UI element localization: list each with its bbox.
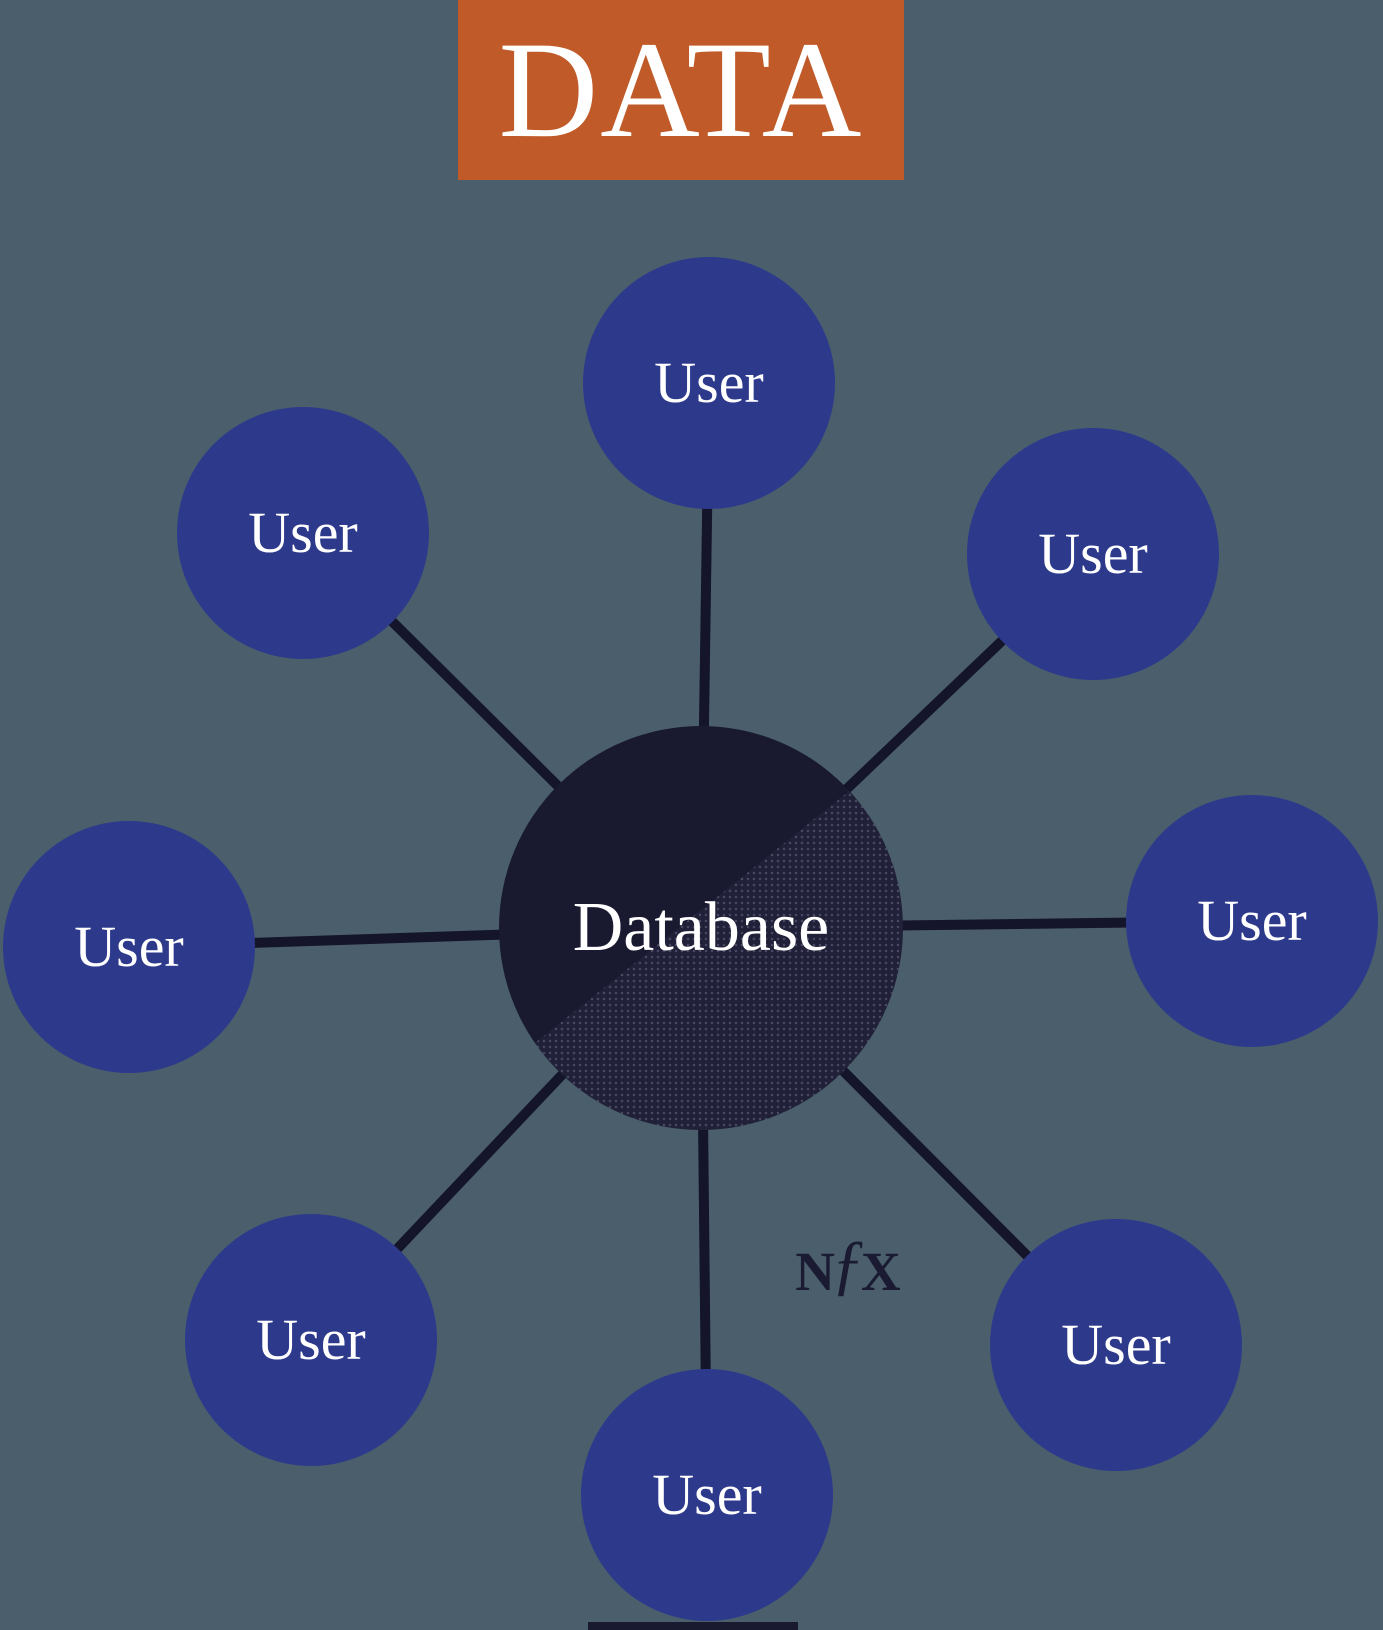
user-node: User xyxy=(185,1214,437,1466)
title-text: DATA xyxy=(498,13,864,166)
title-banner: DATA xyxy=(458,0,904,180)
user-node-label: User xyxy=(654,350,764,415)
nfx-logo-letter-f: ƒ xyxy=(831,1226,865,1302)
user-node: User xyxy=(583,257,835,509)
user-node-label: User xyxy=(652,1462,762,1527)
user-node-label: User xyxy=(1061,1312,1171,1377)
cropped-bottom-element xyxy=(588,1622,798,1630)
user-node: User xyxy=(1126,795,1378,1047)
user-node: User xyxy=(3,821,255,1073)
user-node-label: User xyxy=(74,914,184,979)
database-node: Database xyxy=(499,726,903,1130)
user-node-label: User xyxy=(1038,521,1148,586)
nfx-logo-letter-n: N xyxy=(795,1241,835,1302)
user-node-label: User xyxy=(256,1307,366,1372)
user-node: User xyxy=(581,1369,833,1621)
database-label: Database xyxy=(572,889,830,966)
nfx-logo: N ƒ X xyxy=(788,1226,908,1306)
user-node: User xyxy=(967,428,1219,680)
user-node-label: User xyxy=(1197,888,1307,953)
nfx-logo-letter-x: X xyxy=(861,1241,901,1302)
user-node-label: User xyxy=(248,500,358,565)
user-node: User xyxy=(990,1219,1242,1471)
user-node: User xyxy=(177,407,429,659)
